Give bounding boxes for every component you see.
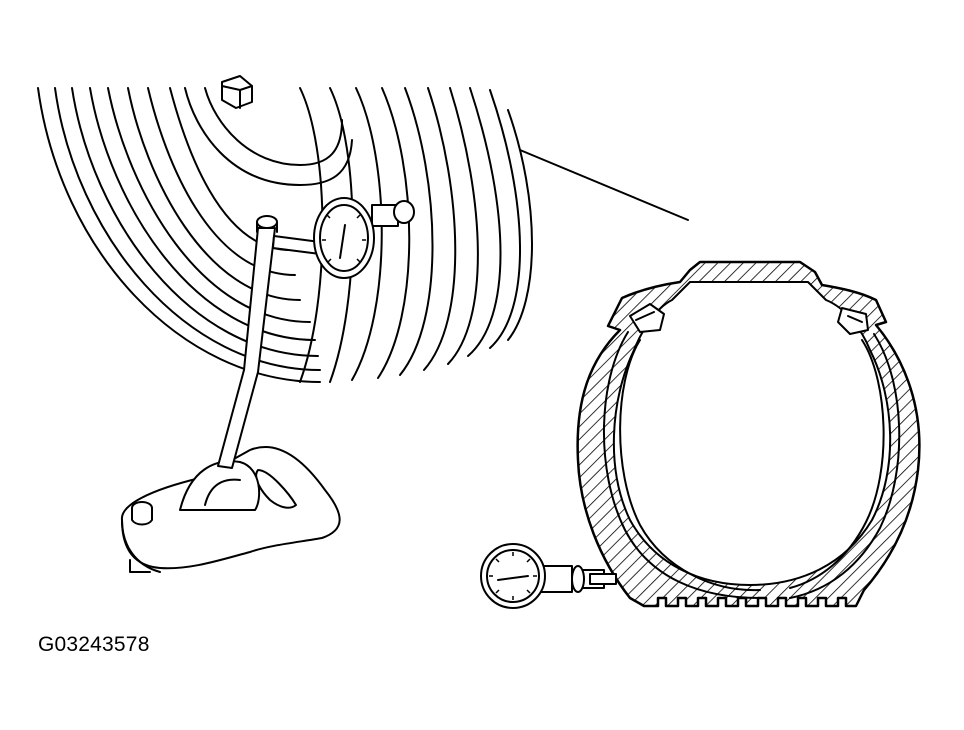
dial-indicator-left	[313, 197, 415, 279]
magnetic-base-stand	[120, 215, 341, 573]
tire-wheel	[37, 87, 533, 383]
hub-nut	[221, 75, 253, 109]
leader-line	[519, 149, 689, 221]
figure-id-label: G03243578	[38, 633, 150, 656]
dial-indicator-right	[480, 543, 617, 609]
tire-cross-section	[576, 260, 921, 608]
